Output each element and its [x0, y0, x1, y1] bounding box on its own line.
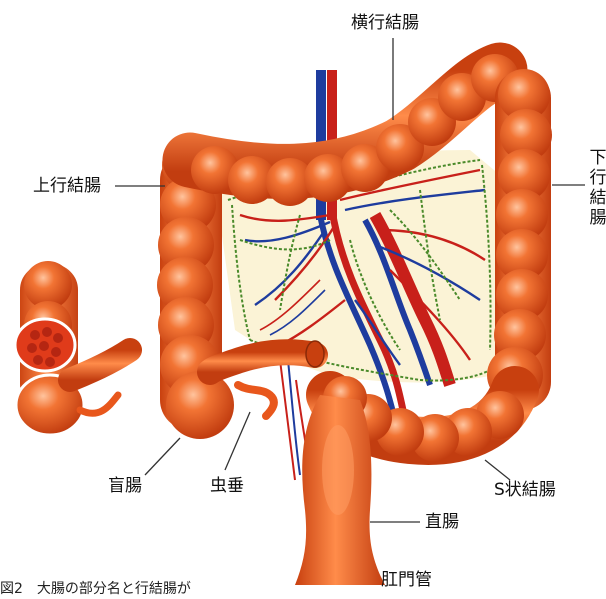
label-appendix: 虫垂: [210, 478, 244, 495]
label-descending-colon-char: 結: [588, 188, 606, 208]
label-descending-colon: 下行結腸: [588, 148, 606, 228]
ileum: [210, 341, 324, 372]
label-descending-colon-char: 腸: [588, 208, 606, 228]
label-anal-canal: 肛門管: [381, 572, 432, 589]
figure-caption: 図2 大腸の部分名と行結腸が: [0, 578, 191, 598]
label-rectum: 直腸: [425, 514, 459, 531]
label-descending-colon-char: 下: [588, 148, 606, 168]
appendix: [238, 380, 274, 416]
label-sigmoid-colon: S状結腸: [494, 482, 556, 499]
label-ascending-colon: 上行結腸: [33, 178, 101, 195]
label-descending-colon-char: 行: [588, 168, 606, 188]
descending-colon: [487, 69, 552, 410]
cecum-inset: [15, 261, 130, 435]
label-cecum: 盲腸: [108, 478, 142, 495]
label-transverse-colon: 横行結腸: [351, 15, 419, 32]
